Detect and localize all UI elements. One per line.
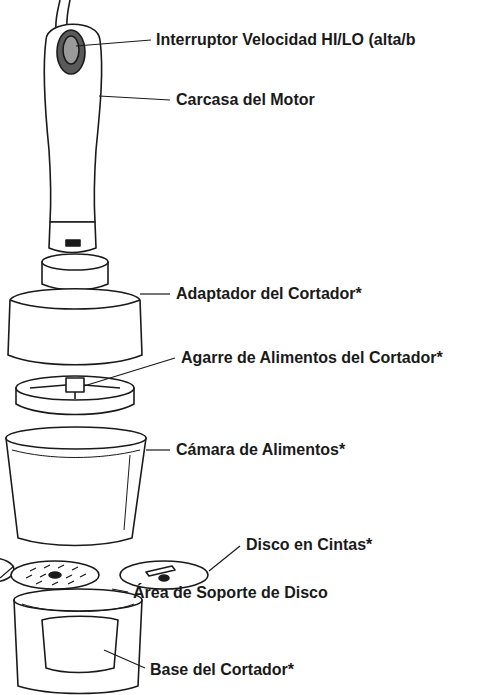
part-label: Disco en Cintas* (246, 536, 372, 554)
part-label: Agarre de Alimentos del Cortador* (181, 349, 443, 367)
part-label: Cámara de Alimentos* (176, 441, 345, 459)
part-label: Carcasa del Motor (176, 91, 315, 109)
part-label: Interruptor Velocidad HI/LO (alta/b (156, 31, 416, 49)
part-label: Base del Cortador* (150, 661, 294, 679)
part-label: Área de Soporte de Disco (133, 584, 328, 602)
part-label: Adaptador del Cortador* (176, 285, 362, 303)
